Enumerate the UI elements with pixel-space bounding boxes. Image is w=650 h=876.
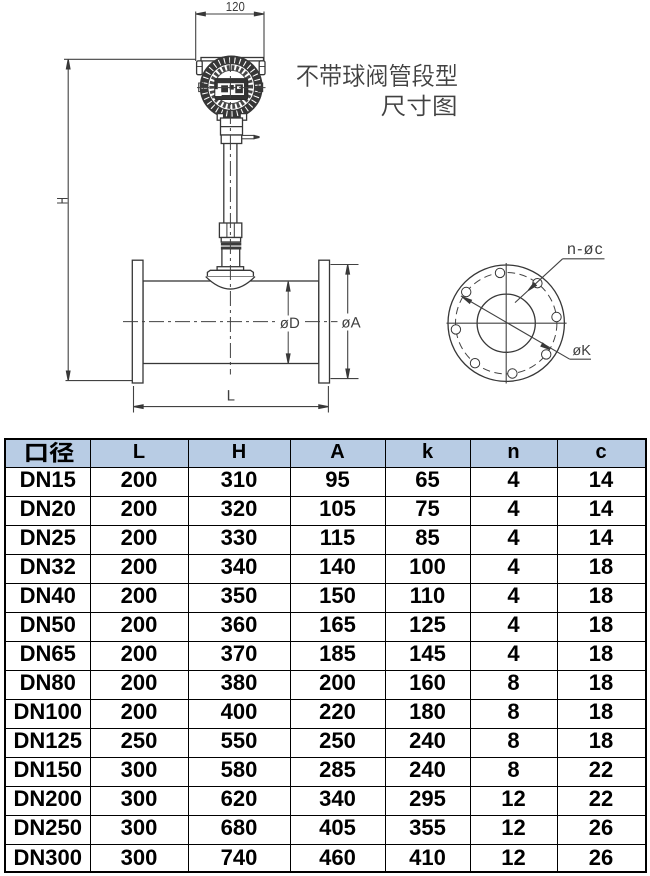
svg-text:120: 120 — [226, 0, 245, 14]
svg-text:øA: øA — [341, 315, 360, 332]
svg-text:n-øc: n-øc — [567, 241, 604, 258]
svg-text:øD: øD — [280, 315, 300, 332]
svg-text:H: H — [55, 197, 72, 204]
svg-text:L: L — [227, 387, 235, 404]
svg-text:øK: øK — [572, 343, 591, 359]
